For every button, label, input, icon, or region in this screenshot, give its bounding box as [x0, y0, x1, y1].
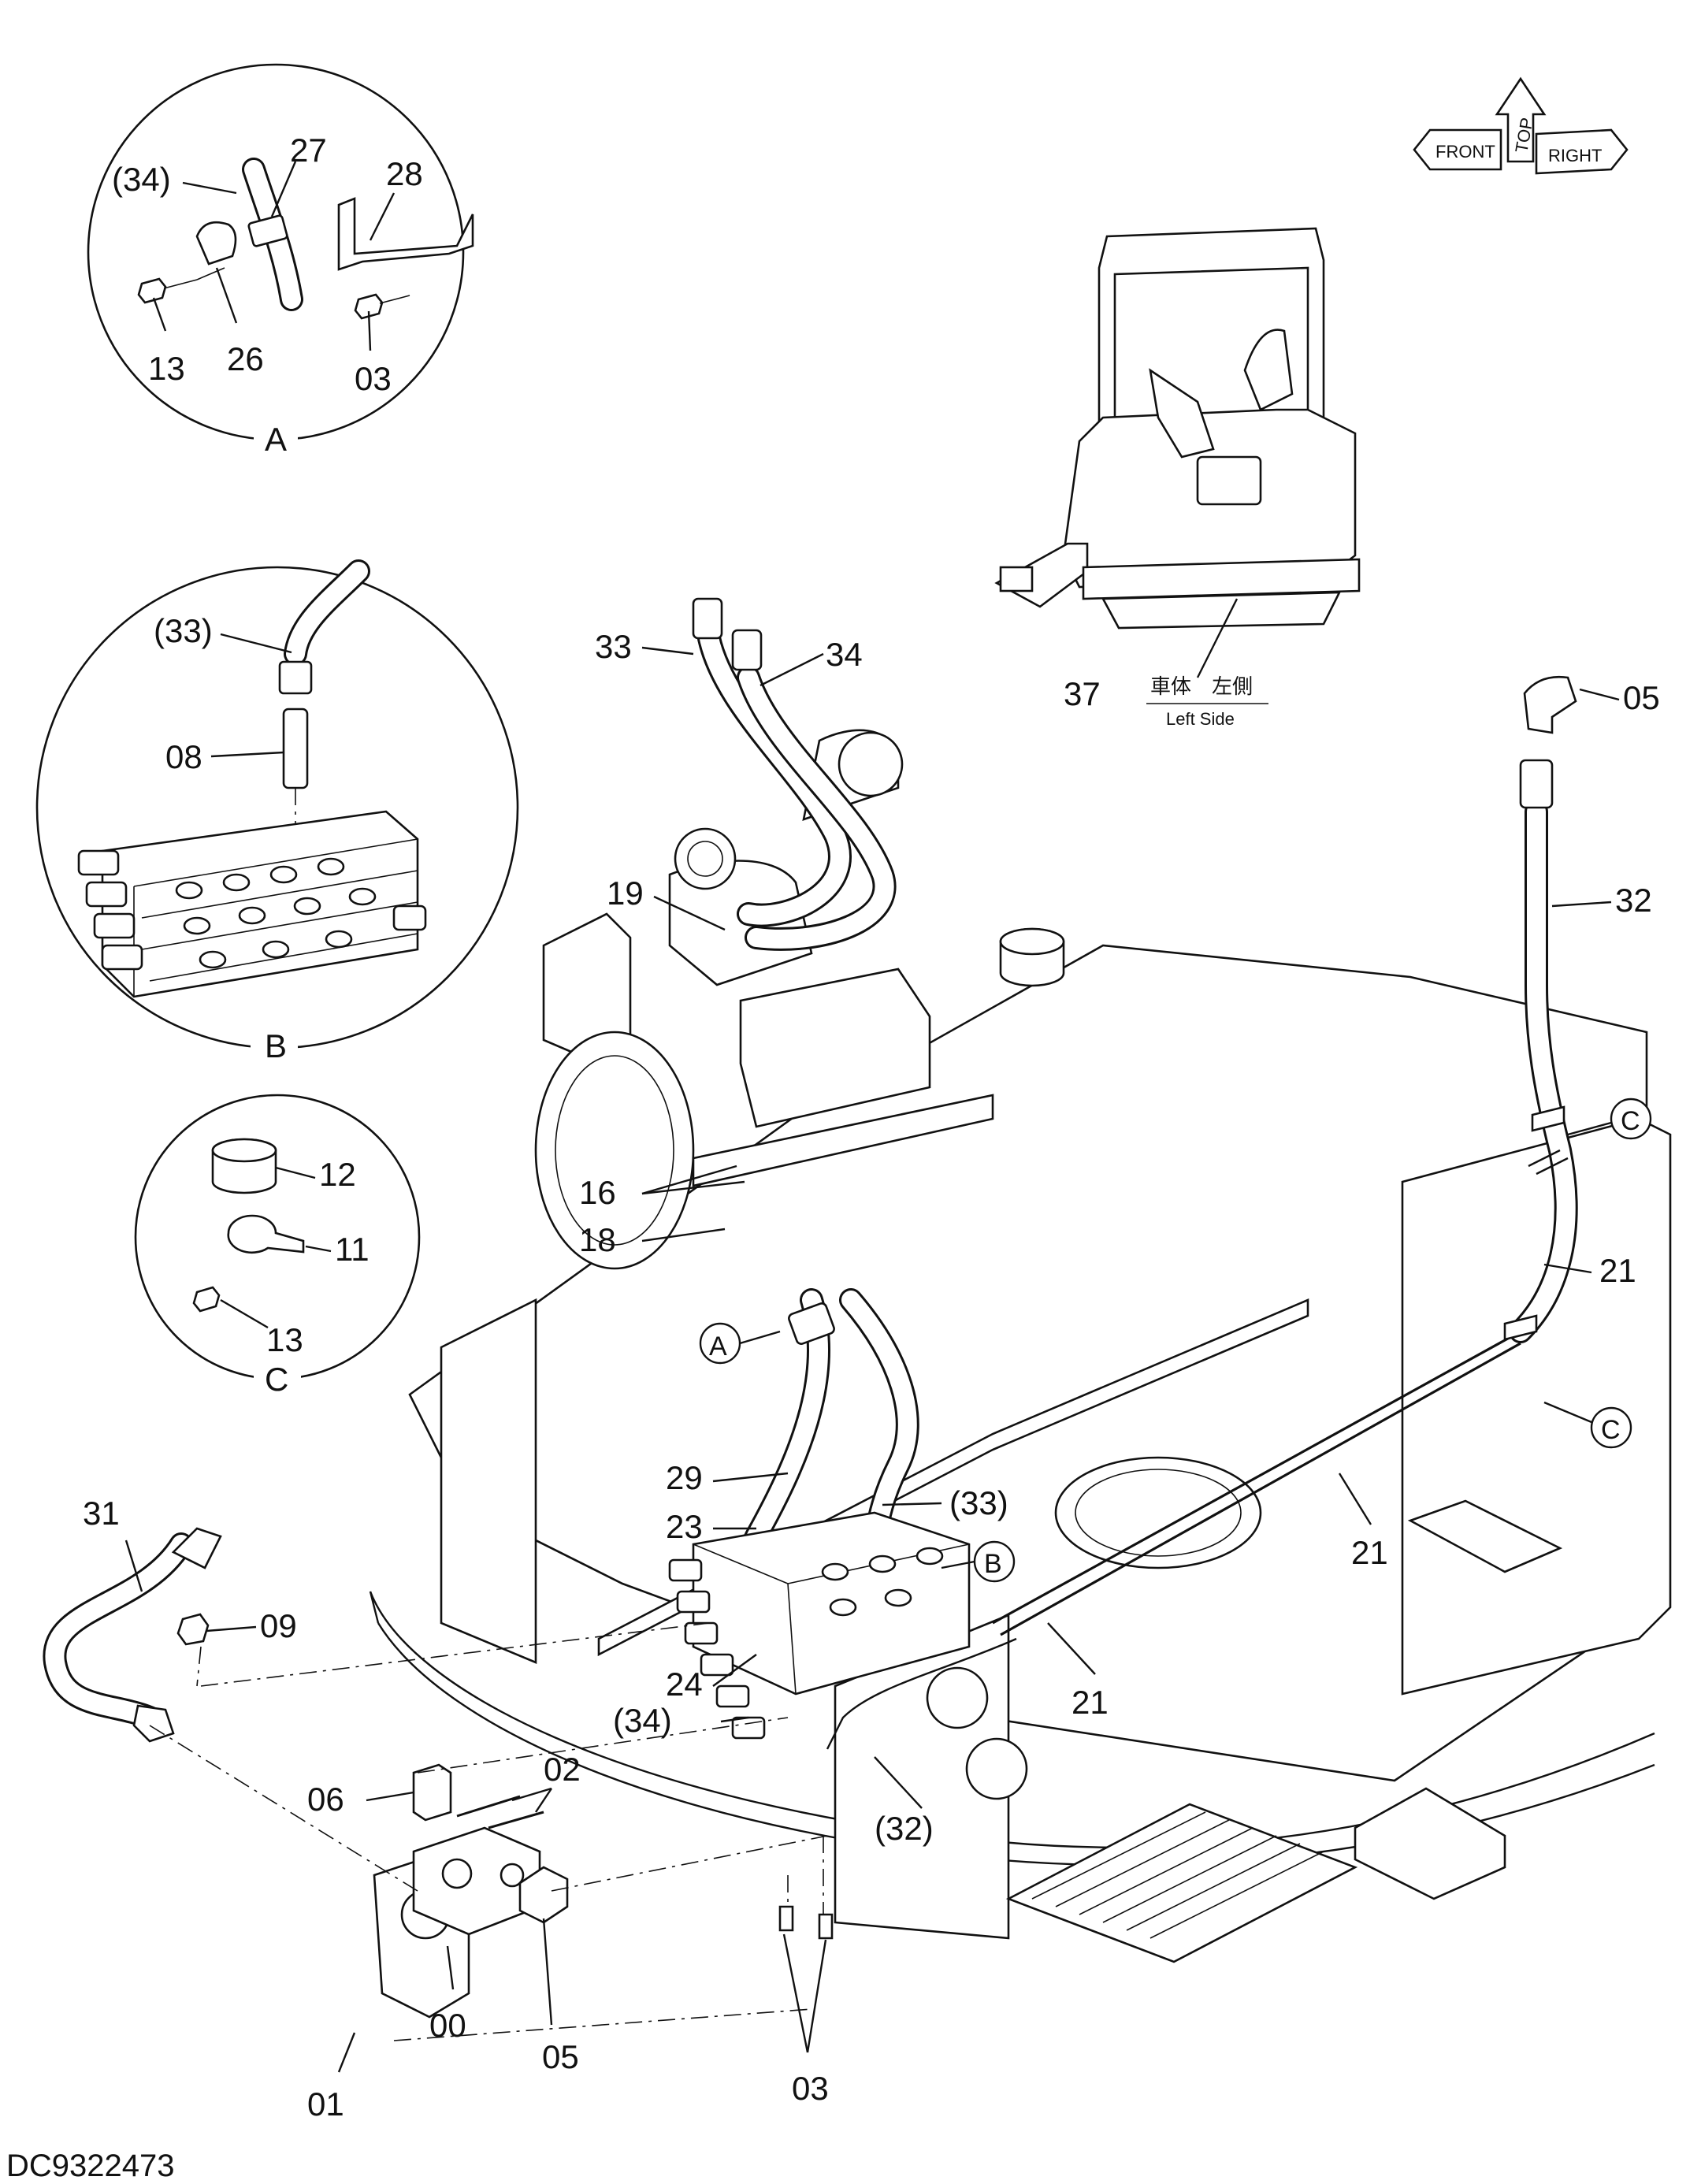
machine-part-callout-37: 37	[1064, 675, 1101, 712]
detail-b-callout-33: (33)	[154, 612, 213, 649]
svg-text:C: C	[1621, 1106, 1640, 1136]
callout-33-ref: (33)	[949, 1484, 1008, 1521]
detail-a-callout-28: 28	[386, 155, 423, 192]
callout-23: 23	[666, 1508, 703, 1545]
callout-33: 33	[595, 628, 632, 665]
callout-05-upper: 05	[1623, 679, 1660, 716]
orientation-right-label: RIGHT	[1548, 146, 1602, 165]
callout-21-right: 21	[1599, 1252, 1636, 1289]
main-assembly: A B C C	[43, 597, 1672, 2123]
grille	[1005, 1803, 1358, 1963]
detail-a: (34) 27 28 13 26 03 A	[87, 63, 474, 458]
callout-21-lower: 21	[1071, 1684, 1109, 1721]
diagram-id: DC9322473	[6, 2149, 175, 2183]
orientation-front-label: FRONT	[1435, 142, 1495, 162]
detail-b: (33) 08 B	[35, 559, 519, 1064]
detail-a-callout-26: 26	[227, 340, 264, 377]
machine-left-side-view: 37 車体 左側 Left Side	[994, 227, 1361, 729]
callout-05-lower: 05	[542, 2038, 579, 2075]
detail-c-callout-13: 13	[266, 1321, 303, 1358]
orientation-arrows-icon: TOP FRONT RIGHT	[1413, 76, 1629, 175]
svg-text:B: B	[984, 1549, 1002, 1579]
callout-31: 31	[83, 1495, 120, 1532]
detail-a-callout-03: 03	[355, 360, 392, 397]
callout-02: 02	[544, 1751, 581, 1788]
callout-34: 34	[826, 636, 863, 673]
ref-marker-c-lower: C	[1543, 1401, 1632, 1449]
detail-c-callout-11: 11	[335, 1231, 370, 1268]
callout-24: 24	[666, 1666, 703, 1703]
callout-00: 00	[429, 2007, 466, 2044]
detail-a-letter: A	[265, 421, 287, 458]
callout-29: 29	[666, 1459, 703, 1496]
svg-text:C: C	[1601, 1415, 1621, 1445]
callout-01: 01	[307, 2086, 344, 2123]
callout-18: 18	[579, 1221, 616, 1258]
detail-a-callout-34: (34)	[112, 161, 171, 198]
svg-text:A: A	[709, 1332, 727, 1361]
detail-c: 12 11 13 C	[134, 1094, 421, 1398]
detail-c-letter: C	[265, 1361, 288, 1398]
detail-b-circle	[35, 566, 519, 1049]
machine-view-label-en: Left Side	[1166, 709, 1235, 729]
detail-a-callout-27: 27	[290, 132, 327, 169]
detail-b-letter: B	[265, 1027, 287, 1064]
control-valve-bank	[668, 1511, 971, 1740]
detail-c-callout-12: 12	[319, 1156, 356, 1193]
machine-view-label-jp: 車体 左側	[1150, 674, 1253, 698]
detail-b-control-valve	[77, 810, 427, 998]
callout-34-ref: (34)	[613, 1702, 672, 1739]
ref-marker-a: A	[699, 1322, 781, 1365]
callout-16: 16	[579, 1174, 616, 1211]
ref-marker-b: B	[941, 1540, 1016, 1583]
callout-32-ref: (32)	[875, 1810, 934, 1847]
callout-19: 19	[607, 875, 644, 912]
ref-marker-c-upper: C	[1567, 1098, 1652, 1140]
callout-03: 03	[792, 2070, 829, 2107]
callout-09: 09	[260, 1607, 297, 1644]
callout-32: 32	[1615, 882, 1652, 919]
detail-b-callout-08: 08	[165, 738, 202, 775]
callout-21-center: 21	[1351, 1534, 1388, 1571]
detail-a-callout-13: 13	[148, 350, 185, 387]
callout-06: 06	[307, 1781, 344, 1818]
